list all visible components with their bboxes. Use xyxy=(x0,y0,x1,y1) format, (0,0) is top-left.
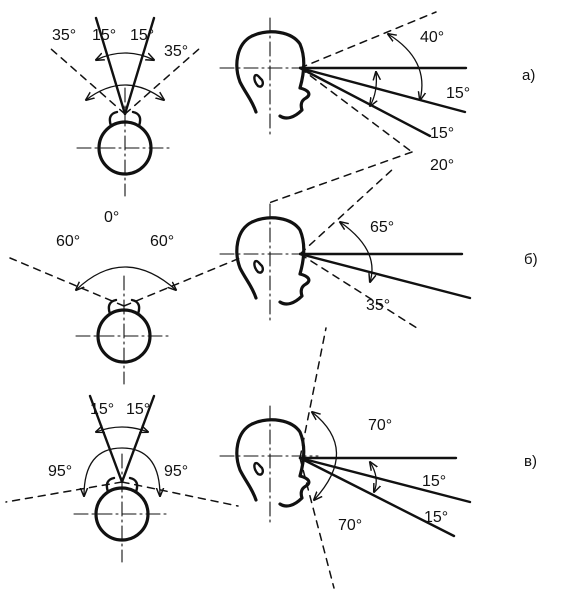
row-b-side-view: 65° 35° xyxy=(218,167,472,331)
side-angle-label: 70° xyxy=(338,517,362,534)
side-angle-label: 15° xyxy=(422,473,446,490)
row-label: в) xyxy=(524,453,537,470)
side-angle-label: 40° xyxy=(420,29,444,46)
row-b: 60° 0° 60° 65° 35° б) xyxy=(9,167,538,386)
side-angle-label: 70° xyxy=(368,417,392,434)
front-angle-label: 95° xyxy=(48,463,72,480)
side-angle-label: 35° xyxy=(366,297,390,314)
row-c-front-view: 15° 15° 95° 95° xyxy=(5,394,239,564)
side-angle-label: 15° xyxy=(424,509,448,526)
front-angle-label: 15° xyxy=(130,27,154,44)
row-label: а) xyxy=(522,67,535,84)
front-angle-label: 0° xyxy=(104,209,119,226)
front-angle-label: 15° xyxy=(126,401,150,418)
side-angle-label: 65° xyxy=(370,219,394,236)
side-angle-label: 15° xyxy=(446,85,470,102)
row-a-front-view: 35° 15° 15° 35° xyxy=(49,16,201,198)
front-angle-label: 60° xyxy=(56,233,80,250)
row-a-side-view: 40° 15° 15° 20° xyxy=(218,11,470,205)
front-angle-label: 60° xyxy=(150,233,174,250)
row-c: 15° 15° 95° 95° 70° 15° 15° 70° в) xyxy=(5,327,537,589)
row-a: 35° 15° 15° 35° 40° 15° 15° 20° а) xyxy=(49,11,535,205)
side-angle-label: 20° xyxy=(430,157,454,174)
front-angle-label: 35° xyxy=(164,43,188,60)
row-label: б) xyxy=(524,251,538,268)
front-angle-label: 15° xyxy=(92,27,116,44)
front-angle-label: 15° xyxy=(90,401,114,418)
row-c-side-view: 70° 15° 15° 70° xyxy=(218,327,472,589)
row-b-front-view: 60° 0° 60° xyxy=(9,209,241,386)
front-angle-label: 95° xyxy=(164,463,188,480)
side-angle-label: 15° xyxy=(430,125,454,142)
front-angle-label: 35° xyxy=(52,27,76,44)
